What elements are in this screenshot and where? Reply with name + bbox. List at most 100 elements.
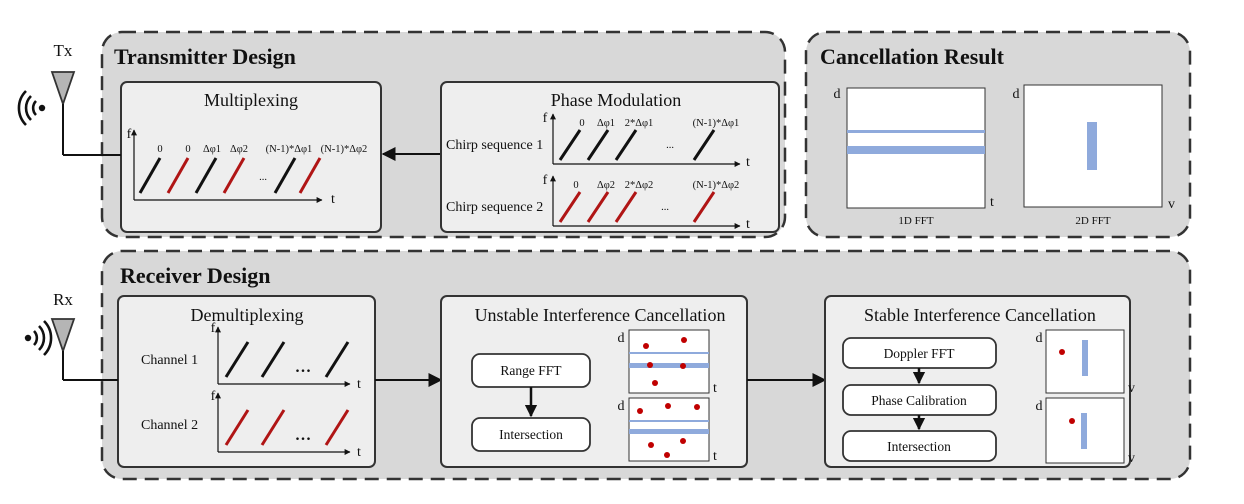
cancellation-result-title: Cancellation Result (820, 44, 1005, 69)
receiver-title: Receiver Design (120, 263, 271, 288)
seq2-label: 0 (573, 180, 578, 191)
seq2-label: Δφ2 (597, 180, 615, 191)
fft2d-axis-d: d (1013, 87, 1020, 102)
channel2-ellipsis: ... (295, 420, 312, 445)
fft1d-axis-t: t (990, 195, 994, 210)
mux-label: (N-1)*Δφ2 (321, 144, 368, 155)
doppler-fft-label: Doppler FFT (884, 346, 956, 361)
doppler-map-axis-v: v (1128, 381, 1135, 396)
seq1-chirp (692, 129, 716, 161)
mux-chirp (222, 157, 246, 194)
intersection-label: Intersection (887, 439, 951, 454)
seq2-chirp (692, 191, 716, 223)
mux-label: (N-1)*Δφ1 (266, 144, 313, 155)
channel2-chirp (324, 409, 350, 446)
channel2-chirp (224, 409, 250, 446)
fft1d-caption: 1D FFT (898, 215, 933, 227)
doppler-map-axis-d: d (1036, 331, 1043, 346)
receiver-section: Receiver Design Demultiplexing Channel 1… (100, 249, 1192, 481)
wireless-signal-icon (24, 320, 53, 356)
stable-title: Stable Interference Cancellation (864, 305, 1096, 325)
seq1-label: 0 (579, 118, 584, 129)
seq1-label: 2*Δφ1 (625, 118, 654, 129)
tx-antenna-icon (50, 71, 76, 107)
fft2d-caption: 2D FFT (1075, 215, 1110, 227)
mux-chirp (298, 157, 322, 194)
intersection-box (842, 430, 997, 462)
chirp-seq1-label: Chirp sequence 1 (446, 138, 543, 153)
rx-antenna: Rx (24, 290, 118, 381)
mux-axis-t: t (331, 192, 335, 207)
demux-axis-f: f (211, 389, 216, 404)
chirp-seq2-label: Chirp sequence 2 (446, 200, 543, 215)
channel2-label: Channel 2 (141, 418, 198, 433)
seq1-label: (N-1)*Δφ1 (693, 118, 740, 129)
fft2d-axis-v: v (1168, 197, 1175, 212)
fft1d-axis-d: d (834, 87, 841, 102)
range-map-axis-t: t (713, 449, 717, 464)
channel2-chirp (260, 409, 286, 446)
mux-label: Δφ1 (203, 144, 221, 155)
mux-axis-f: f (127, 127, 132, 142)
mux-chirp (166, 157, 190, 194)
multiplexing-panel: Multiplexing f t 0 0 Δφ1 Δφ2 ... (N-1)*Δ… (120, 81, 382, 233)
range-map-1: d t (618, 329, 717, 396)
multiplexing-title: Multiplexing (204, 90, 298, 110)
demux-axis-t: t (357, 445, 361, 460)
doppler-map-axis-d: d (1036, 399, 1043, 414)
rx-antenna-icon (50, 318, 76, 354)
demultiplexing-title: Demultiplexing (191, 305, 304, 325)
mux-label: ... (259, 172, 267, 183)
channel1-chirp (260, 341, 286, 378)
mux-chirp (194, 157, 218, 194)
pm-axis-f: f (543, 111, 548, 126)
wireless-signal-icon (17, 90, 46, 126)
mux-label: 0 (157, 144, 162, 155)
channel1-ellipsis: ... (295, 352, 312, 377)
rx-label: Rx (53, 290, 73, 309)
range-fft-label: Range FFT (500, 363, 562, 378)
mux-chirp (138, 157, 162, 194)
range-map-axis-t: t (713, 381, 717, 396)
fft1d-plot: d t 1D FFT (834, 87, 995, 227)
mux-chirp (273, 157, 297, 194)
tx-label: Tx (54, 41, 73, 60)
doppler-map-1: d v (1036, 329, 1135, 396)
seq2-chirp (558, 191, 582, 223)
demultiplexing-panel: Demultiplexing Channel 1 Channel 2 f t .… (117, 295, 376, 468)
seq2-label: 2*Δφ2 (625, 180, 654, 191)
range-map-axis-d: d (618, 331, 625, 346)
demux-axis-f: f (211, 321, 216, 336)
seq1-label: Δφ1 (597, 118, 615, 129)
pm-axis-t: t (746, 155, 750, 170)
doppler-map-axis-v: v (1128, 451, 1135, 466)
phase-modulation-panel: Phase Modulation Chirp sequence 1 Chirp … (440, 81, 780, 233)
channel1-chirp (324, 341, 350, 378)
intersection-label: Intersection (499, 427, 563, 442)
channel1-chirp (224, 341, 250, 378)
seq2-label: (N-1)*Δφ2 (693, 180, 740, 191)
pm-axis-t: t (746, 217, 750, 232)
mux-label: Δφ2 (230, 144, 248, 155)
seq1-chirp (586, 129, 610, 161)
channel1-label: Channel 1 (141, 353, 198, 368)
tx-antenna: Tx (17, 41, 121, 156)
phase-calibration-label: Phase Calibration (871, 393, 967, 408)
range-map-axis-d: d (618, 399, 625, 414)
seq2-chirp (586, 191, 610, 223)
intersection-box (471, 417, 591, 452)
fft2d-plot: d v 2D FFT (1013, 84, 1175, 227)
transmitter-title: Transmitter Design (114, 44, 296, 69)
seq1-chirp (614, 129, 638, 161)
seq2-label: ... (661, 202, 669, 213)
stable-cancellation-panel: Stable Interference Cancellation Doppler… (824, 295, 1135, 468)
unstable-cancellation-panel: Unstable Interference Cancellation Range… (440, 295, 748, 468)
phase-modulation-title: Phase Modulation (551, 90, 682, 110)
range-map-2: d t (618, 397, 717, 464)
pm-axis-f: f (543, 173, 548, 188)
seq1-label: ... (666, 140, 674, 151)
seq2-chirp (614, 191, 638, 223)
mux-label: 0 (185, 144, 190, 155)
demux-axis-t: t (357, 377, 361, 392)
